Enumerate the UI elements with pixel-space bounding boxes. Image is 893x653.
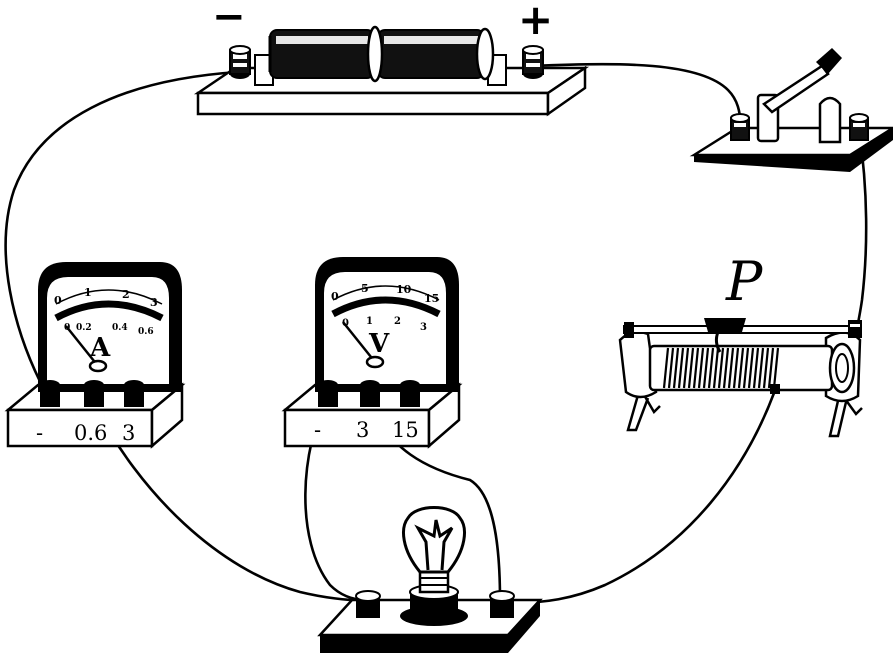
lamp-terminal-left[interactable]: [355, 590, 381, 618]
voltmeter-terminal-3[interactable]: [360, 380, 380, 407]
ammeter-label-negative: -: [36, 421, 43, 445]
ammeter-scale-inner-0: 0: [64, 323, 70, 333]
wire-switch-to-rheostat: [855, 128, 868, 332]
voltmeter-label-negative: -: [314, 418, 321, 442]
switch-terminal-left[interactable]: [730, 113, 750, 141]
voltmeter-terminal-negative[interactable]: [318, 380, 338, 407]
ammeter-label-3: 3: [122, 421, 135, 445]
battery-positive-sign: +: [518, 0, 553, 44]
voltmeter-dial-arc: [331, 296, 441, 318]
switch-base-front: [694, 155, 850, 172]
battery-terminal-positive[interactable]: [522, 45, 544, 79]
ammeter-terminal-0.6[interactable]: [84, 380, 104, 407]
voltmeter-base-side: [427, 382, 461, 449]
voltmeter-label-15: 15: [392, 418, 419, 442]
voltmeter-scale-inner-0: 0: [342, 318, 349, 329]
voltmeter-scale-inner-3: 3: [420, 322, 427, 333]
wire-battery-to-switch: [531, 62, 743, 128]
switch-clip: [818, 96, 842, 144]
rheostat-terminal-rod-left[interactable]: [624, 322, 634, 338]
battery-base-side: [546, 65, 587, 117]
ammeter-scale-inner-2: 0.4: [112, 323, 128, 333]
knife-switch[interactable]: [689, 48, 893, 172]
ammeter: 0 1 2 3 0 0.2 0.4 0.6 A - 0.6 3: [4, 262, 186, 449]
lamp-bulb: [402, 506, 466, 574]
voltmeter: 0 5 10 15 0 1 2 3 V - 3 15: [281, 257, 463, 449]
battery-terminal-negative[interactable]: [229, 45, 251, 79]
ammeter-scale-outer-3: 3: [150, 296, 158, 309]
switch-base-side: [850, 128, 893, 172]
switch-handle[interactable]: [816, 48, 842, 74]
lamp: [317, 506, 543, 653]
wire-ammeter-to-lamp: [91, 400, 370, 603]
voltmeter-label-3: 3: [356, 418, 369, 442]
wire-battery-to-ammeter: [4, 70, 240, 397]
lamp-base-side: [508, 600, 540, 653]
ammeter-scale-outer-1: 1: [84, 286, 92, 299]
voltmeter-terminal-15[interactable]: [400, 380, 420, 407]
ammeter-needle: [65, 325, 99, 367]
ammeter-terminal-3[interactable]: [124, 380, 144, 407]
lamp-filament: [414, 519, 454, 571]
battery-cell-joint: [366, 25, 384, 83]
battery-negative-sign: −: [212, 0, 246, 40]
voltmeter-face: [322, 270, 448, 386]
voltmeter-scale-inner-2: 2: [394, 316, 401, 327]
wire-rheostat-to-lamp: [501, 391, 776, 605]
battery-cell-2-highlight: [384, 36, 478, 44]
ammeter-terminal-negative[interactable]: [40, 380, 60, 407]
battery-base-front: [196, 91, 550, 116]
ammeter-base-front: [6, 408, 154, 448]
voltmeter-needle: [342, 321, 376, 363]
rheostat-slider[interactable]: [704, 318, 746, 353]
ammeter-face: [45, 275, 171, 386]
voltmeter-scale-outer-5: 5: [361, 282, 369, 295]
battery-cell-1-highlight: [276, 36, 368, 44]
voltmeter-scale-outer-10: 10: [396, 283, 412, 296]
rheostat-coil-windings: [662, 347, 780, 389]
rheostat-terminal-rod-right[interactable]: [848, 320, 862, 338]
ammeter-scale-outer-2: 2: [122, 288, 130, 301]
rheostat: P: [618, 250, 863, 438]
ammeter-letter: A: [89, 333, 111, 363]
ammeter-scale-inner-1: 0.2: [76, 323, 92, 333]
battery-positive-cap: [475, 27, 495, 81]
ammeter-pivot: [88, 359, 108, 373]
voltmeter-scale-outer-15: 15: [424, 292, 439, 305]
switch-terminal-right[interactable]: [849, 113, 869, 141]
ammeter-label-0.6: 0.6: [74, 421, 107, 445]
rheostat-terminal-coil-right[interactable]: [770, 384, 780, 394]
ammeter-outer-arc: [55, 289, 163, 305]
switch-blade[interactable]: [762, 64, 830, 114]
voltmeter-base-front: [283, 408, 431, 448]
voltmeter-outer-arc: [332, 285, 440, 301]
voltmeter-scale-inner-1: 1: [366, 316, 373, 327]
lamp-terminal-right[interactable]: [489, 590, 515, 618]
ammeter-dial-arc: [54, 300, 164, 322]
ammeter-base-side: [150, 382, 184, 449]
rheostat-slider-label: P: [725, 250, 764, 313]
ammeter-scale-inner-3: 0.6: [138, 327, 154, 337]
ammeter-scale-outer-0: 0: [54, 294, 62, 307]
voltmeter-pivot: [365, 355, 385, 369]
voltmeter-scale-outer-0: 0: [331, 290, 339, 303]
voltmeter-letter: V: [368, 329, 390, 359]
battery: − +: [193, 0, 590, 117]
rheostat-right-end-inner: [835, 353, 849, 383]
lamp-base-front: [320, 635, 508, 653]
